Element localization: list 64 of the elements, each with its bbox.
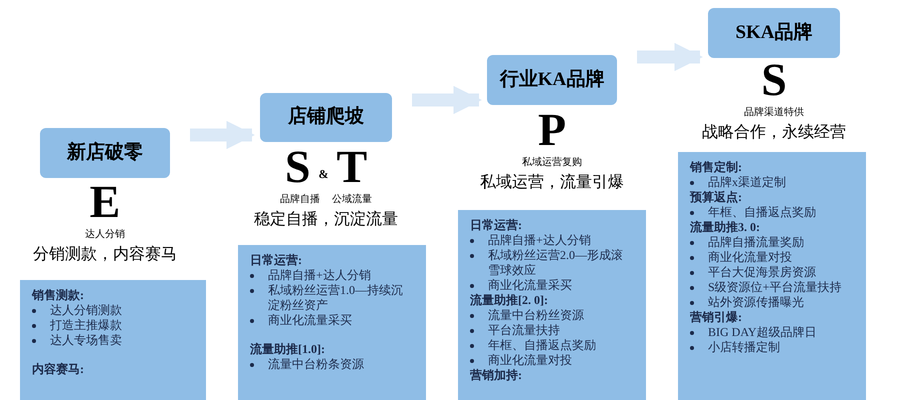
bullet-item: 商业化流量对投 [488,353,572,368]
bullet-item: 站外资源传播曝光 [708,295,804,310]
stage-header-box [708,8,840,58]
content-panel [458,210,646,400]
section-heading: 预算返点: [690,190,743,205]
bullet-item: 商业化流量对投 [708,250,792,265]
section-heading: 内容赛马: [32,362,85,377]
stage-subtitle: 公域流量 [332,193,372,206]
stage-letter: P [538,108,566,152]
bullet-item: 年框、自播返点奖励 [708,205,816,220]
bullet-item: 品牌自播+达人分销 [488,233,591,248]
bullet-item: 年框、自播返点奖励 [488,338,596,353]
section-heading: 流量助推3. 0: [690,220,761,235]
section-heading: 流量助推[2. 0]: [470,293,549,308]
stage-slogan: 稳定自播，沉淀流量 [254,210,398,230]
bullet-item: 流量中台粉丝资源 [488,308,584,323]
stage-letter: S [761,58,787,102]
bullet-item: 流量中台粉条资源 [268,357,364,372]
bullet-item: 商业化流量采买 [488,278,572,293]
block-arrow [190,120,255,150]
stage-letter: T [336,145,368,189]
stage-subtitle: 达人分销 [85,228,125,241]
section-heading: 日常运营: [470,218,523,233]
stage-letter: S [284,145,310,189]
section-heading: 营销引爆: [690,310,743,325]
section-heading: 销售测款: [32,288,85,303]
stage-slogan: 私域运营，流量引爆 [480,172,624,193]
section-heading: 营销加持: [470,368,523,383]
bullet-item: BIG DAY超级品牌日 [708,325,817,340]
bullet-item: 达人分销测款 [50,303,122,318]
stage-subtitle: 品牌渠道特供 [744,106,804,119]
bullet-item: 小店转播定制 [708,340,780,355]
section-heading: 日常运营: [250,253,303,268]
stage-letter: E [90,180,120,224]
stage-subtitle: 私域运营复购 [522,156,582,169]
bullet-item: 商业化流量采买 [268,313,352,328]
bullet-item: 达人专场售卖 [50,333,122,348]
stage-header-box [40,128,170,178]
stage-header-box [260,93,392,142]
bullet-item: 打造主推爆款 [50,318,122,333]
bullet-item: 品牌自播流量奖励 [708,235,804,250]
stage-title: 新店破零 [67,140,143,165]
content-panel [238,245,426,400]
bullet-item: 品牌x渠道定制 [708,175,786,190]
stage-title: SKA品牌 [735,20,813,45]
bullet-item: 品牌自播+达人分销 [268,268,371,283]
bullet-item: 平台大促海景房资源 [708,265,816,280]
stage-title: 店铺爬坡 [288,104,364,130]
stage-subtitle: 品牌自播 [280,193,320,206]
ampersand: & [318,167,328,181]
section-heading: 流量助推[1.0]: [250,342,326,357]
bullet-item: S级资源位+平台流量扶持 [708,280,842,295]
stage-slogan: 战略合作，永续经营 [702,122,846,143]
block-arrow [412,86,482,114]
stage-header-box [487,55,617,105]
block-arrow [637,42,703,72]
stage-slogan: 分销测款，内容赛马 [33,244,177,265]
bullet-item: 私域粉丝运营2.0—形成滚雪球效应 [488,248,624,278]
bullet-item: 平台流量扶持 [488,323,560,338]
bullet-item: 私域粉丝运营1.0—持续沉淀粉丝资产 [268,283,404,313]
section-heading: 销售定制: [690,160,743,175]
content-panel [20,280,206,400]
content-panel [678,152,866,400]
stage-title: 行业KA品牌 [500,68,604,92]
